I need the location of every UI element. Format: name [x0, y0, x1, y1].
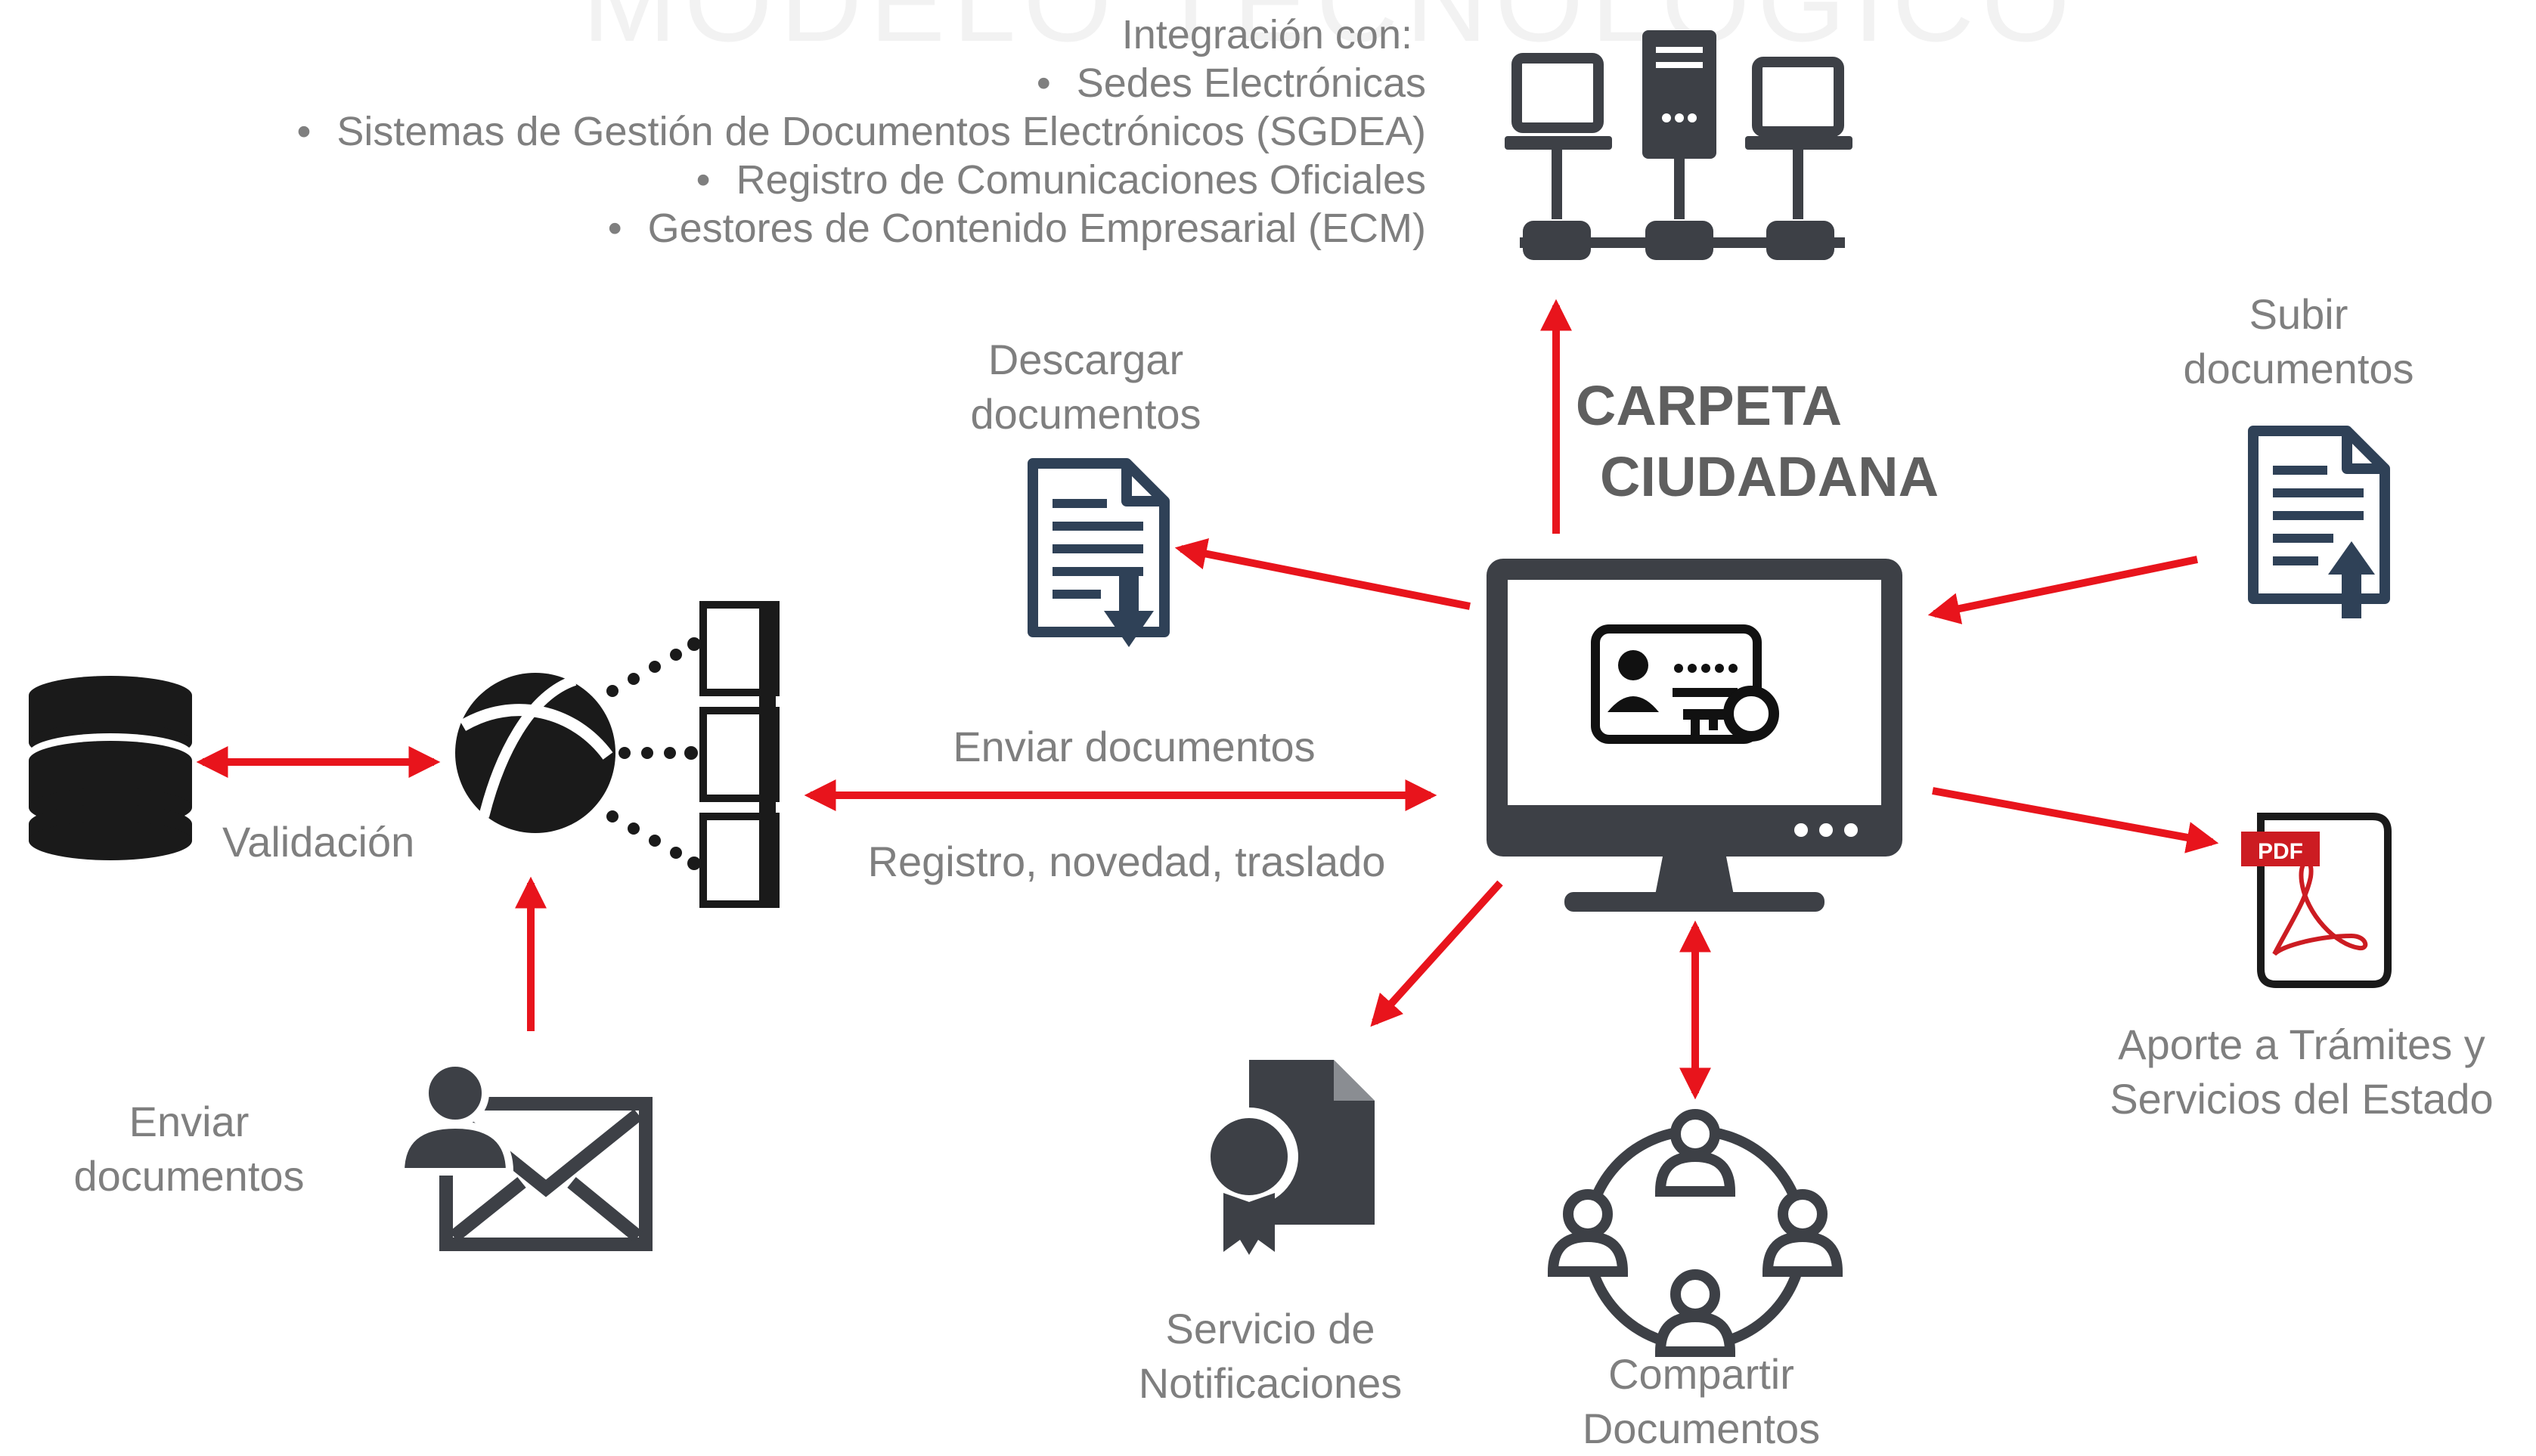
central-title-line2: CIUDADANA [1599, 445, 1939, 508]
arrow-from-upload [1927, 556, 2199, 624]
integration-item-sgdea: Sistemas de Gestión de Documentos Electr… [296, 107, 1426, 156]
people-sharing-icon [1547, 1109, 1843, 1357]
label-contribution: Aporte a Trámites y Servicios del Estado [2110, 1021, 2494, 1123]
label-validation: Validación [222, 818, 415, 866]
certificate-ribbon-icon [1200, 1060, 1375, 1255]
arrow-to-pdf [1932, 787, 2219, 853]
user-envelope-icon [396, 1059, 653, 1251]
integration-item-ecm: Gestores de Contenido Empresarial (ECM) [296, 204, 1426, 252]
arrows [196, 299, 2219, 1100]
integration-list: Integración con: Sedes Electrónicas Sist… [296, 11, 1426, 252]
server-rack-icon [699, 601, 780, 908]
label-send-documents: Enviar documentos [953, 723, 1316, 770]
arrow-to-notifications [1370, 880, 1503, 1027]
central-title-line1: CARPETA [1575, 374, 1843, 437]
connection-dots [606, 637, 701, 870]
id-card-key-icon [1591, 624, 1779, 744]
integration-item-registro: Registro de Comunicaciones Oficiales [296, 156, 1426, 204]
database-icon [29, 676, 192, 860]
document-download-icon [1028, 458, 1170, 647]
globe-icon [455, 673, 615, 833]
pdf-document-icon [2241, 813, 2392, 988]
label-notifications: Servicio de Notificaciones [1138, 1305, 1403, 1407]
network-servers-icon [1505, 30, 1852, 260]
integration-item-sedes: Sedes Electrónicas [296, 59, 1426, 107]
label-registro-novedad: Registro, novedad, traslado [867, 838, 1386, 885]
document-upload-icon [2248, 426, 2390, 618]
label-send-left: Enviar documentos [73, 1098, 305, 1200]
central-title: CARPETA CIUDADANA [1573, 370, 1966, 513]
arrow-to-download [1174, 537, 1471, 610]
label-upload: Subir documentos [2183, 290, 2414, 392]
watermark-title: MODELO TECNOLÓGICO [582, 0, 2078, 65]
integration-title: Integración con: [1121, 12, 1412, 57]
label-download: Descargar documentos [970, 336, 1201, 438]
label-share: Compartir Documentos [1582, 1350, 1821, 1452]
computer-monitor-icon [1487, 559, 1902, 912]
pdf-badge: PDF [2258, 839, 2303, 864]
